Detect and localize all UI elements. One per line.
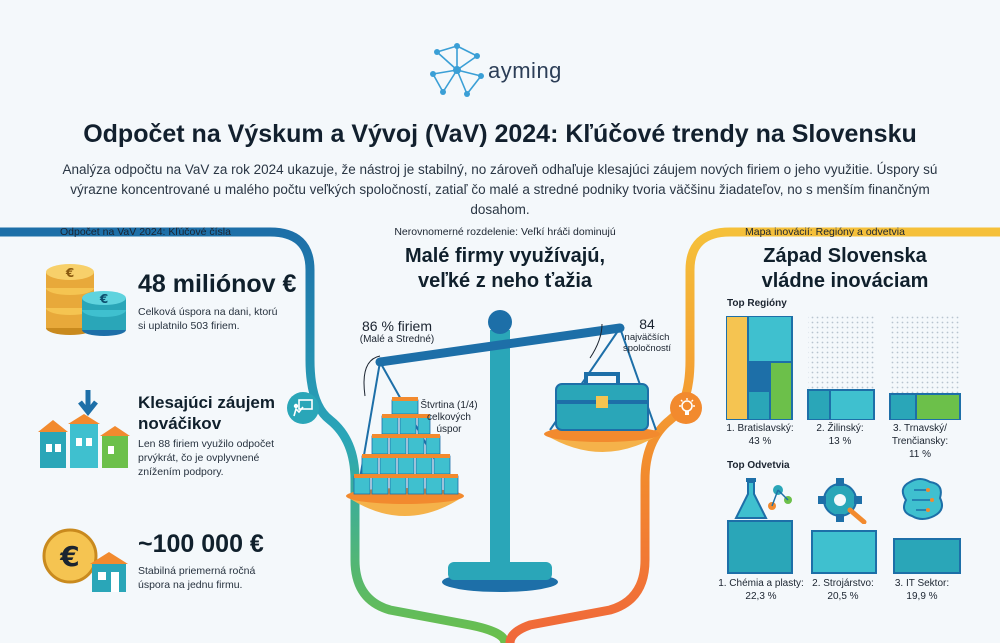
lightbulb-icon [677, 398, 697, 418]
region-3-label: 3. Trnavský/ Trenčiansky: 11 % [880, 422, 960, 461]
sector-bar [811, 530, 877, 574]
right-pan-note: najväčších spoločností [612, 332, 682, 354]
brain-circuit-icon [901, 478, 943, 520]
sector-2-label: 2. Strojárstvo: 20,5 % [802, 577, 884, 603]
svg-text:€: € [65, 266, 74, 280]
region-tile-zilina [807, 316, 875, 420]
sector-name: 3. IT Sektor: [894, 578, 950, 589]
region-2-label: 2. Žilinský: 13 % [800, 422, 880, 448]
desc-line: prvýkrát, čo je ovplyvnené [138, 452, 260, 464]
avg-savings-desc: Stabilná priemerná ročná úspora na jednu… [138, 564, 255, 592]
region-value: 13 % [828, 436, 852, 447]
sector-name: 1. Chémia a plasty: [718, 578, 804, 589]
left-pan-callout: 86 % firiem (Malé a Stredné) [342, 318, 452, 345]
sector-bar [893, 538, 961, 574]
total-savings-desc: Celková úspora na dani, ktorú si uplatni… [138, 305, 278, 333]
sector-value: 22,3 % [745, 591, 777, 602]
section-label-key-numbers: Odpočet na VaV 2024: Kľúčové čísla [60, 226, 231, 238]
region-value: 11 % [908, 449, 932, 460]
note-line: najväčších [624, 332, 670, 343]
region-map-tiles [726, 316, 961, 420]
left-pan-value: 86 % firiem [361, 318, 433, 334]
innovation-heading: Západ Slovenska vládne inováciam [720, 244, 970, 294]
title-line: nováčikov [138, 414, 222, 433]
region-tile-bratislava [726, 316, 793, 420]
network-logo-icon [430, 43, 484, 97]
heading-line: vládne inováciam [761, 270, 929, 292]
note-line: spoločností [622, 343, 672, 354]
share-line: Štvrtina (1/4) [420, 400, 478, 411]
sector-bars-chart [727, 520, 961, 574]
right-pan-callout: 84 najväčších spoločností [612, 316, 682, 354]
heading-line: Malé firmy využívajú, [404, 245, 606, 267]
region-name: 1. Bratislavský: [726, 423, 794, 434]
svg-text:€: € [59, 540, 79, 573]
sector-value: 20,5 % [827, 591, 859, 602]
sector-value: 19,9 % [906, 591, 938, 602]
presentation-icon [292, 398, 314, 418]
region-1-label: 1. Bratislavský: 43 % [716, 422, 804, 448]
balance-scale-illustration [346, 310, 660, 592]
desc-line: Stabilná priemerná ročná [138, 565, 256, 577]
avg-savings-value: ~100 000 € [138, 530, 264, 558]
sector-3-label: 3. IT Sektor: 19,9 % [882, 577, 962, 603]
desc-line: si uplatnilo 503 firiem. [138, 320, 240, 332]
svg-text:€: € [99, 292, 108, 306]
region-tile-trnava-trencin [889, 316, 961, 420]
desc-line: znížením podpory. [138, 466, 224, 478]
gear-wrench-icon [818, 478, 867, 524]
brand-name: ayming [488, 58, 562, 83]
title-line: Klesajúci záujem [138, 393, 276, 412]
left-pan-note: (Malé a Stredné) [359, 334, 435, 345]
regions-label: Top Regióny [727, 298, 787, 309]
share-line: úspor [436, 424, 462, 435]
sectors-label: Top Odvetvia [727, 460, 790, 471]
euro-coin-shop-icon: € [42, 528, 128, 592]
heading-line: veľké z neho ťažia [417, 270, 593, 292]
flask-molecule-icon [734, 478, 792, 519]
sector-1-label: 1. Chémia a plasty: 22,3 % [716, 577, 806, 603]
desc-line: Len 88 firiem využilo odpočet [138, 438, 274, 450]
region-value: 43 % [748, 436, 772, 447]
newcomers-desc: Len 88 firiem využilo odpočet prvýkrát, … [138, 437, 274, 479]
brand-logo [425, 38, 595, 102]
region-name: 2. Žilinský: [816, 423, 864, 434]
sector-name: 2. Strojárstvo: [812, 578, 874, 589]
sector-bar [727, 520, 793, 574]
left-pan-share: Štvrtina (1/4) celkových úspor [418, 400, 480, 436]
newcomers-title: Klesajúci záujem nováčikov [138, 392, 275, 434]
distribution-heading: Malé firmy využívajú, veľké z neho ťažia [370, 244, 640, 294]
region-name: 3. Trnavský/ Trenčiansky: [891, 423, 949, 447]
declining-shops-icon [38, 390, 130, 468]
share-line: celkových [427, 412, 471, 423]
subtitle-line: výrazne koncentrované u malého počtu veľ… [70, 182, 930, 217]
section-label-distribution: Nerovnomerné rozdelenie: Veľkí hráči dom… [394, 226, 616, 238]
page-title: Odpočet na Výskum a Vývoj (VaV) 2024: Kľ… [83, 120, 917, 148]
section-label-innovation-map: Mapa inovácií: Regióny a odvetvia [745, 226, 905, 238]
subtitle-line: Analýza odpočtu na VaV za rok 2024 ukazu… [62, 162, 938, 177]
page-subtitle: Analýza odpočtu na VaV za rok 2024 ukazu… [40, 160, 960, 220]
coins-icon: € € [46, 264, 126, 336]
desc-line: úspora na jednu firmu. [138, 579, 243, 591]
total-savings-value: 48 miliónov € [138, 270, 297, 298]
right-pan-value: 84 [639, 316, 655, 332]
desc-line: Celková úspora na dani, ktorú [138, 306, 278, 318]
heading-line: Západ Slovenska [763, 245, 927, 267]
